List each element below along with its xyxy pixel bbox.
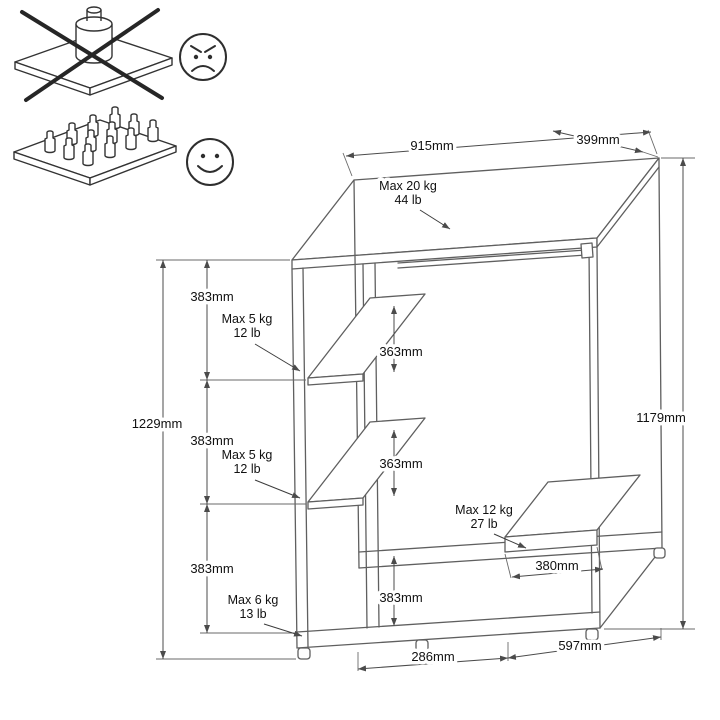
bottom-load-kg: Max 6 kg [228, 593, 279, 607]
cross-out-icon [20, 8, 164, 102]
lower-shelf-front-edge [307, 497, 364, 510]
bottom-load-lb: 13 lb [239, 607, 266, 621]
bottom-panel-top-edge [296, 611, 601, 633]
bottle-icon [125, 127, 137, 151]
left-panel-inner-edge [302, 267, 309, 648]
back-right-edge [658, 166, 663, 549]
foot [653, 547, 666, 559]
dim-top-depth-line [552, 129, 644, 154]
top-panel-face [291, 157, 660, 261]
angry-face-icon [179, 33, 227, 81]
foot [415, 639, 429, 652]
leader-top-load [419, 209, 451, 230]
wardrobe-line-drawing [291, 157, 666, 660]
right-low-shelf-face [504, 474, 641, 538]
top-load-lb: 44 lb [394, 193, 421, 207]
lower-shelf-load-kg: Max 5 kg [222, 448, 273, 462]
dim-middle-bottom-label: 383mm [379, 590, 422, 605]
dimension-lines [156, 129, 695, 672]
dim-top-width-label: 915mm [410, 138, 453, 153]
top-load-kg: Max 20 kg [379, 179, 437, 193]
bottle-icon [82, 143, 94, 167]
leader-bottom-load [263, 623, 303, 637]
dim-left-section-2-label: 383mm [190, 433, 233, 448]
no-concentrated-load-illustration [14, 6, 173, 102]
happy-face-icon [186, 138, 234, 186]
right-panel-inner-edge [588, 247, 593, 614]
dim-height-right-label: 1179mm [636, 410, 686, 425]
bottom-right-slant-edge [599, 547, 663, 629]
hanging-rail [397, 242, 594, 269]
foot [297, 647, 311, 660]
dim-height-left-label: 1229mm [132, 416, 183, 431]
dim-bottom-right-label: 597mm [558, 638, 601, 653]
bottle-icon [63, 137, 75, 161]
dim-top-depth-label: 399mm [576, 132, 619, 147]
leader-right-shelf-load [493, 533, 527, 549]
right-low-shelf-front-edge [504, 529, 598, 553]
load-limit-labels: Max 20 kg 44 lb Max 5 kg 12 lb Max 5 kg … [218, 176, 516, 625]
rail-bracket [580, 242, 594, 259]
dim-left-section-3-label: 383mm [190, 561, 233, 576]
dim-bottom-left-line [357, 655, 509, 672]
bottle-icon [147, 119, 159, 143]
dim-middle-gap-2-label: 363mm [379, 456, 422, 471]
right-panel-outer-edge [596, 246, 601, 629]
left-panel-outer-edge [291, 268, 298, 649]
leader-upper-shelf-load [254, 343, 301, 372]
heavy-jug-icon [75, 6, 113, 64]
dim-bottom-right-line [507, 635, 662, 660]
leader-lower-shelf-load [254, 479, 301, 499]
bottle-icon [44, 130, 56, 154]
board-side-edge [89, 57, 173, 96]
upper-shelf-load-lb: 12 lb [233, 326, 260, 340]
bottle-icon [104, 135, 116, 159]
dim-bottom-left-label: 286mm [411, 649, 454, 664]
bottom-front-edge [296, 627, 601, 649]
dim-right-shelf-depth-label: 380mm [535, 558, 578, 573]
distributed-load-illustration [13, 106, 177, 186]
lower-shelf-load-lb: 12 lb [233, 462, 260, 476]
dim-left-section-1-label: 383mm [190, 289, 233, 304]
back-bottom-edge [358, 547, 663, 569]
upper-shelf-face [307, 293, 426, 379]
upper-shelf-front-edge [307, 373, 364, 386]
dimension-labels: 915mm 399mm 1229mm 1179mm 383mm 383mm 38… [128, 129, 689, 668]
dim-middle-gap-1-label: 363mm [379, 344, 422, 359]
upper-shelf-load-kg: Max 5 kg [222, 312, 273, 326]
right-shelf-load-lb: 27 lb [470, 517, 497, 531]
dim-right-shelf-depth-line [511, 566, 604, 580]
board-side-edge [89, 145, 177, 186]
right-shelf-load-kg: Max 12 kg [455, 503, 513, 517]
